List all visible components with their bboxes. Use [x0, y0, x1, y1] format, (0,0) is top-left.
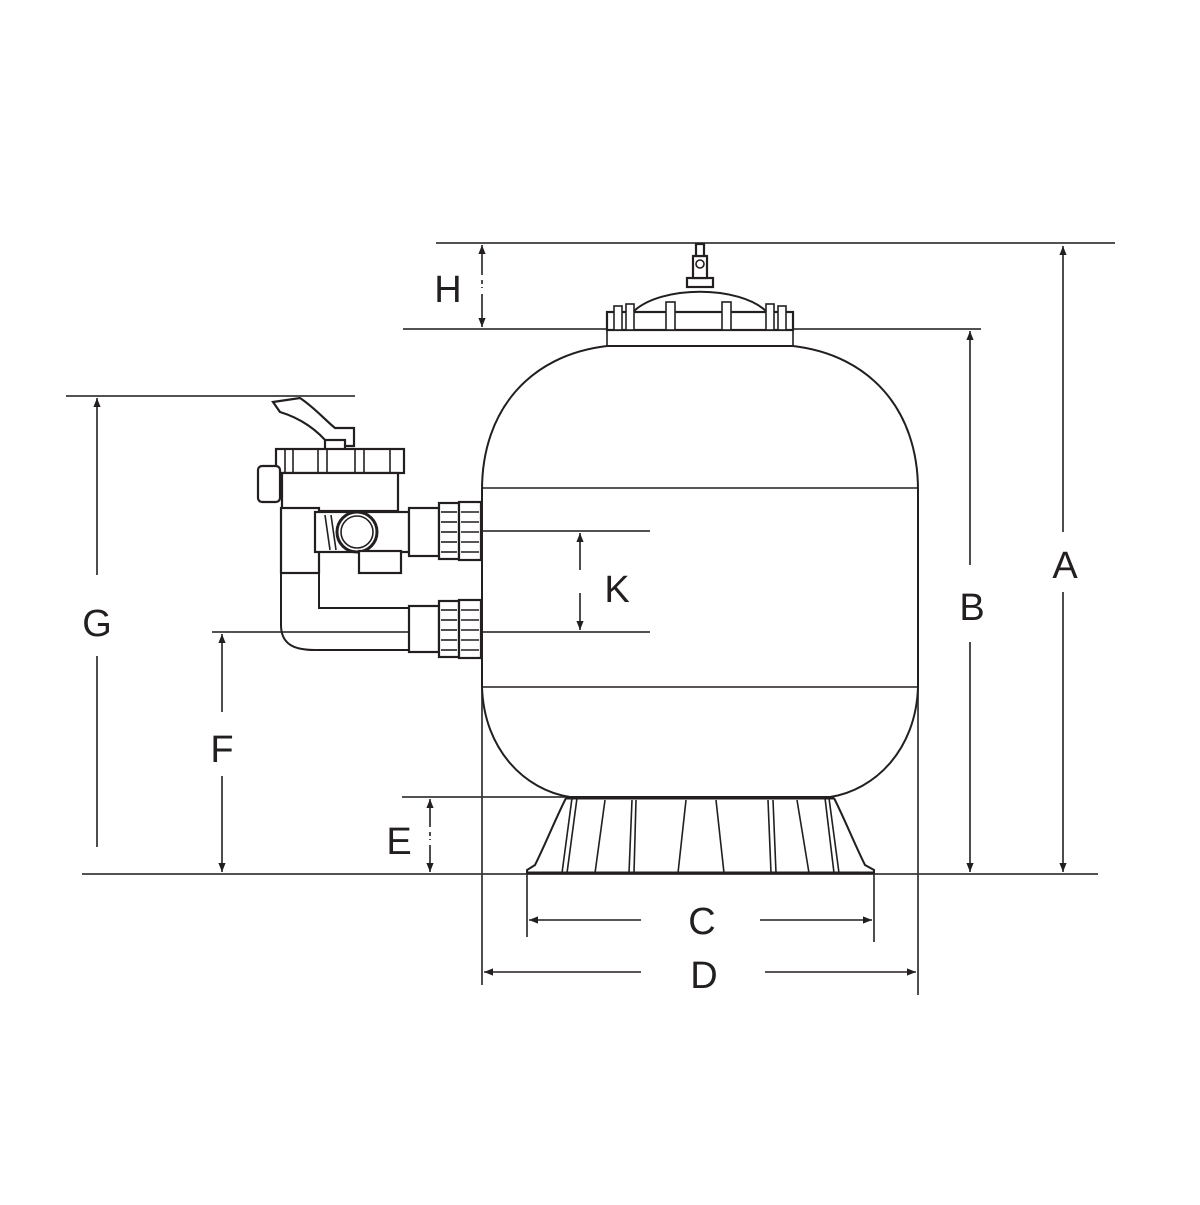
dimension-g: G [82, 398, 112, 847]
dimension-d: D [484, 955, 916, 997]
dimension-k: K [576, 533, 630, 630]
dimension-label-a: A [1052, 545, 1078, 587]
multiport-valve [256, 396, 483, 660]
filter-lid [605, 242, 795, 346]
dimension-label-d: D [690, 955, 717, 997]
dimension-label-c: C [688, 901, 715, 943]
dimension-label-b: B [959, 587, 984, 629]
extension-lines [66, 242, 1115, 995]
filter-base [526, 796, 875, 875]
dimension-h: H [434, 245, 486, 327]
dimension-b: B [959, 331, 985, 872]
dimension-f: F [210, 634, 234, 872]
dimension-label-k: K [604, 569, 629, 611]
dimension-label-e: E [386, 821, 411, 863]
filter-tank [481, 345, 919, 798]
dimension-label-g: G [82, 603, 112, 645]
dimension-a: A [1052, 246, 1078, 872]
dimension-label-f: F [210, 729, 233, 771]
dimension-label-h: H [434, 269, 461, 311]
dimension-e: E [386, 799, 434, 872]
dimension-c: C [529, 901, 872, 943]
